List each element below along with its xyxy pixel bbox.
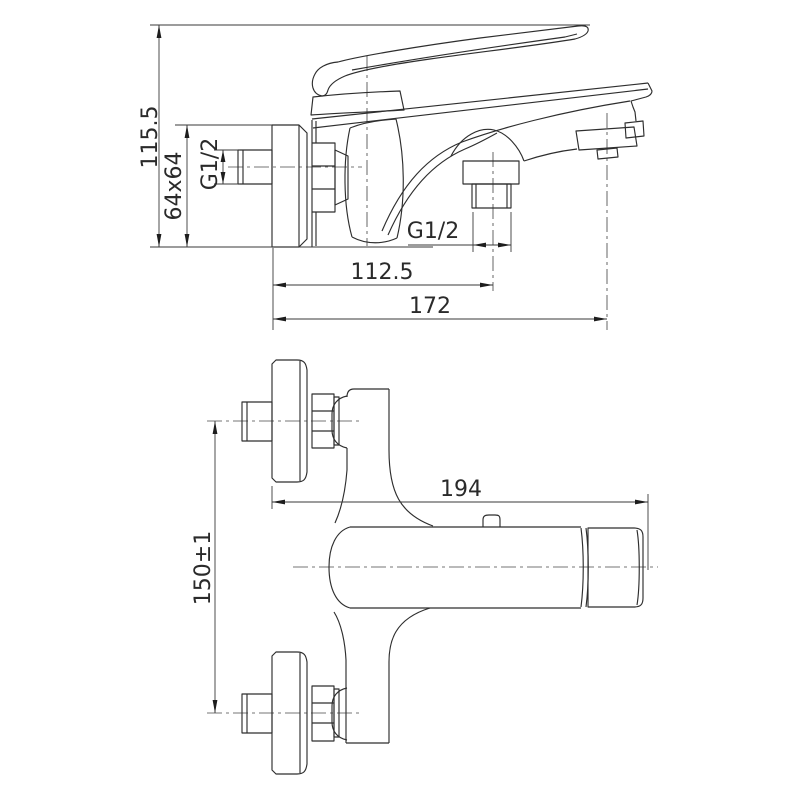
dim-outlet-thread-label: G1/2 <box>407 219 459 244</box>
dim-wall-to-outlet-label: 112.5 <box>351 260 414 285</box>
arrowhead <box>220 172 226 184</box>
dim-overall-height: 115.5 <box>138 24 590 248</box>
dim-escutcheon-size: 64x64 <box>162 124 272 247</box>
arrowhead <box>273 282 286 288</box>
side-view-centerlines <box>228 56 608 330</box>
dim-wall-to-spout-label: 172 <box>409 294 451 319</box>
dim-escutcheon-size-label: 64x64 <box>162 151 187 220</box>
dim-overall-length-label: 194 <box>440 477 482 502</box>
arrowhead <box>480 282 493 288</box>
dim-wall-to-outlet: 112.5 <box>272 248 493 330</box>
dim-inlet-thread-label: G1/2 <box>198 138 223 190</box>
dim-wall-to-spout: 172 <box>273 294 607 322</box>
dim-overall-length: 194 <box>271 477 649 570</box>
arrowhead <box>184 234 190 247</box>
dim-overall-height-label: 115.5 <box>138 106 163 169</box>
dim-inlet-thread: G1/2 <box>198 138 240 190</box>
arrowhead <box>156 25 162 38</box>
dim-inlet-spacing: 150±1 <box>191 421 218 713</box>
arrowhead <box>212 421 218 434</box>
arrowhead <box>212 700 218 713</box>
arrowhead <box>184 125 190 138</box>
front-view-part-outline <box>241 359 644 775</box>
arrowhead <box>272 499 285 505</box>
side-view-part-outline <box>237 25 653 248</box>
arrowhead <box>635 499 648 505</box>
side-view: 115.5 64x64 G1/2 G1/2 <box>138 24 653 330</box>
arrowhead <box>473 242 486 248</box>
arrowhead <box>594 316 607 322</box>
arrowhead <box>273 316 286 322</box>
arrowhead <box>220 150 226 162</box>
arrowhead <box>498 242 511 248</box>
front-view-centerlines <box>207 420 658 714</box>
dim-inlet-spacing-label: 150±1 <box>191 531 216 605</box>
arrowhead <box>156 234 162 247</box>
front-view: 194 150±1 <box>191 359 658 775</box>
dim-outlet-thread: G1/2 <box>407 212 512 252</box>
